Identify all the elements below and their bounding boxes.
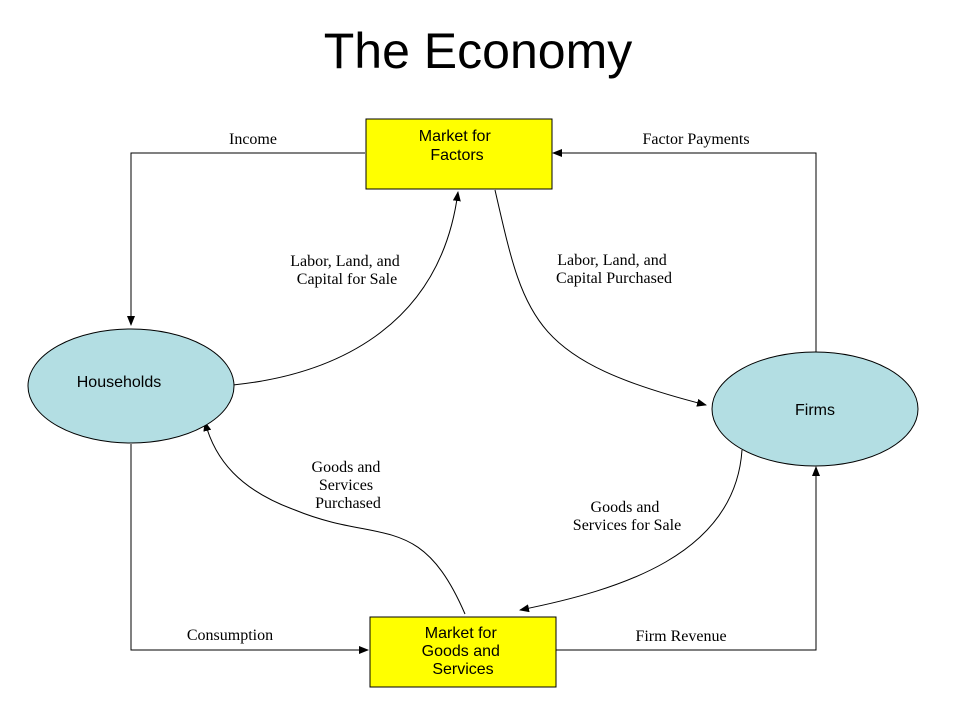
- market-for-goods-node: Market for Goods and Services: [369, 616, 557, 688]
- page-title: The Economy: [324, 23, 632, 79]
- market-for-goods-line: Market for: [425, 625, 498, 642]
- goods-for-sale-arrow: [519, 449, 743, 613]
- firms-ellipse: [711, 351, 919, 467]
- goods-purchased-line: Purchased: [315, 495, 381, 512]
- income-label: Income: [229, 131, 277, 148]
- firm-revenue-label: Firm Revenue: [635, 628, 726, 645]
- market-for-factors-node: Market for Factors: [365, 118, 553, 190]
- goods-purchased-line: Services: [319, 477, 373, 494]
- goods-for-sale-line: Services for Sale: [573, 517, 681, 534]
- goods-for-sale-line: Goods and: [591, 499, 660, 516]
- labor-purchased-label: Labor, Land, and Capital Purchased: [556, 252, 672, 287]
- market-for-goods-box: [369, 616, 557, 688]
- factor-payments-arrow: [552, 149, 817, 352]
- firm-revenue-arrow: [556, 466, 820, 651]
- income-arrow: [127, 152, 365, 326]
- labor-for-sale-arrow: [232, 191, 461, 386]
- labor-purchased-line: Labor, Land, and: [557, 252, 667, 269]
- market-for-goods-line: Goods and: [422, 643, 500, 660]
- households-node: Households: [27, 328, 235, 444]
- firms-label: Firms: [795, 402, 835, 419]
- market-for-factors-box: [365, 118, 553, 190]
- labor-for-sale-line: Labor, Land, and: [290, 253, 400, 270]
- labor-for-sale-label: Labor, Land, and Capital for Sale: [290, 253, 404, 288]
- goods-for-sale-label: Goods and Services for Sale: [573, 499, 681, 534]
- consumption-arrow: [130, 444, 369, 654]
- goods-purchased-arrow: [203, 421, 466, 615]
- market-for-factors-line: Market for: [419, 128, 492, 145]
- goods-purchased-label: Goods and Services Purchased: [312, 459, 385, 512]
- market-for-goods-label: Market for Goods and Services: [422, 625, 505, 678]
- labor-purchased-line: Capital Purchased: [556, 270, 672, 287]
- market-for-factors-label: Market for Factors: [419, 128, 495, 164]
- goods-purchased-line: Goods and: [312, 459, 381, 476]
- market-for-factors-line: Factors: [430, 147, 483, 164]
- labor-for-sale-line: Capital for Sale: [297, 271, 397, 288]
- households-label: Households: [77, 374, 162, 391]
- market-for-goods-line: Services: [432, 661, 493, 678]
- factor-payments-label: Factor Payments: [642, 131, 749, 148]
- consumption-label: Consumption: [187, 627, 273, 644]
- households-ellipse: [27, 328, 235, 444]
- labor-purchased-arrow: [494, 189, 707, 407]
- firms-node: Firms: [711, 351, 919, 467]
